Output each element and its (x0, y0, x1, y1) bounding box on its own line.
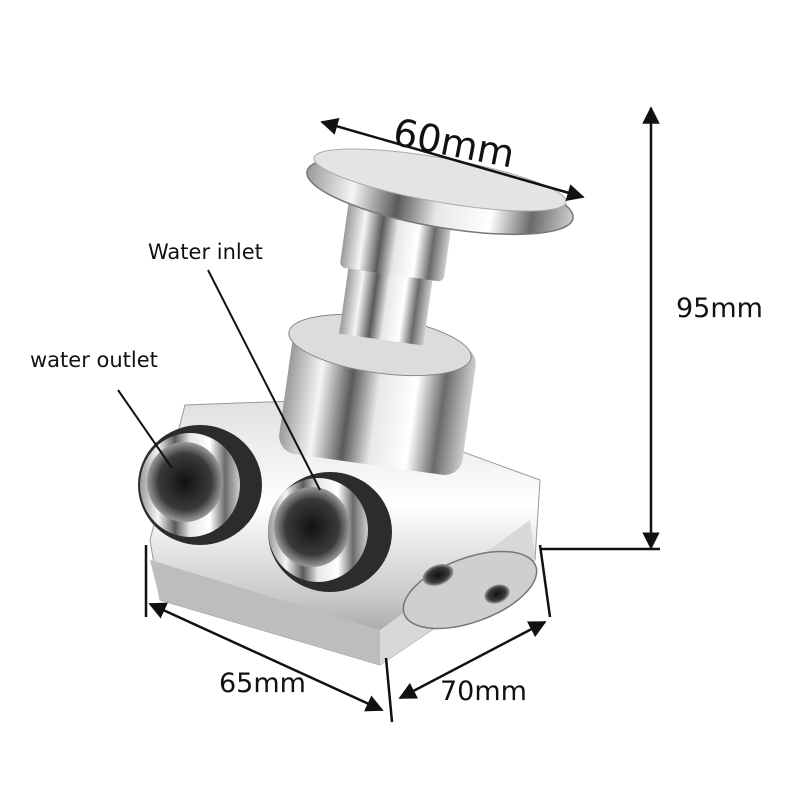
valve-body (279, 313, 476, 475)
dimension-lines (144, 106, 660, 723)
callout-water-outlet: water outlet (30, 348, 158, 372)
inlet-leader-line (207, 269, 321, 491)
dimension-label-base-width: 70mm (440, 676, 527, 707)
outlet-leader-line (117, 389, 173, 469)
callout-water-inlet: Water inlet (148, 240, 263, 264)
dim-line-60mm (320, 117, 585, 202)
dim-line-70mm (398, 620, 547, 700)
callout-leaders (117, 269, 321, 491)
inlet-port (268, 472, 392, 592)
dim-extension-70mm-right (538, 544, 552, 618)
dim-line-65mm (148, 602, 384, 712)
outlet-port (138, 425, 262, 545)
dim-extension-shared (384, 657, 394, 723)
mounting-lug (402, 550, 538, 630)
dimension-label-height: 95mm (676, 293, 763, 324)
dimension-label-base-length: 65mm (219, 668, 306, 699)
